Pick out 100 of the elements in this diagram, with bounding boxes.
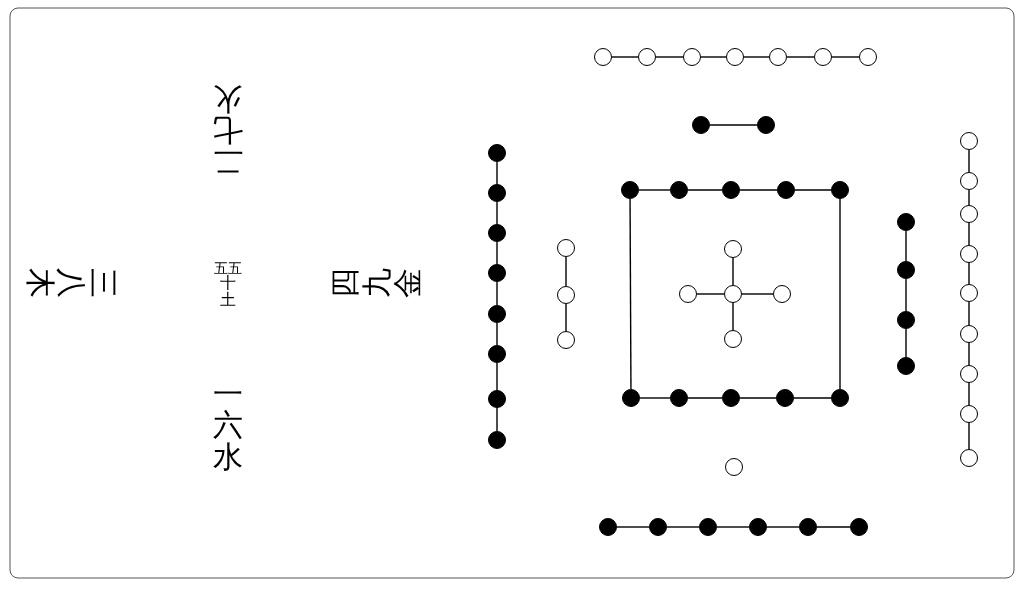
filled-dot: [776, 389, 794, 407]
filled-dot: [488, 305, 506, 323]
filled-dot: [722, 389, 740, 407]
connector-line: [743, 56, 770, 58]
connector-line: [968, 382, 970, 406]
connector-line: [655, 56, 684, 58]
connector-line: [794, 189, 832, 191]
connector-line: [739, 397, 777, 399]
filled-dot: [897, 213, 915, 231]
connector-line: [793, 397, 832, 399]
filled-dot: [488, 431, 506, 449]
connector-line: [616, 526, 650, 528]
hollow-dot: [960, 205, 978, 223]
hollow-dot: [557, 286, 575, 304]
connector-line: [968, 262, 970, 285]
hollow-dot: [594, 48, 612, 66]
hollow-dot: [859, 48, 877, 66]
hollow-dot: [960, 325, 978, 343]
filled-dot: [488, 264, 506, 282]
connector-line: [696, 293, 725, 295]
hollow-dot: [960, 449, 978, 467]
hollow-dot: [960, 365, 978, 383]
hollow-dot: [724, 240, 742, 258]
connector-line: [716, 526, 750, 528]
hollow-dot: [960, 132, 978, 150]
chinese-label: 五五: [214, 261, 242, 275]
connector-line: [496, 322, 498, 346]
hollow-dot: [557, 239, 575, 257]
filled-dot: [799, 518, 817, 536]
connector-line: [611, 56, 639, 58]
hollow-dot: [724, 285, 742, 303]
connector-line: [700, 56, 727, 58]
connector-line: [905, 230, 907, 262]
hollow-dot: [725, 458, 743, 476]
filled-dot: [722, 181, 740, 199]
connector-line: [496, 281, 498, 306]
hollow-dot: [773, 285, 791, 303]
filled-dot: [777, 181, 795, 199]
chinese-label: 三八木: [24, 267, 119, 299]
hollow-dot: [683, 48, 701, 66]
hollow-dot: [679, 285, 697, 303]
connector-line: [739, 189, 778, 191]
connector-line: [687, 397, 723, 399]
connector-line: [968, 149, 970, 173]
filled-dot: [831, 181, 849, 199]
connector-line: [639, 397, 671, 399]
connector-line: [565, 303, 567, 332]
hollow-dot: [960, 245, 978, 263]
filled-dot: [699, 518, 717, 536]
connector-line: [968, 189, 970, 206]
chinese-label: 一六水: [212, 377, 244, 472]
filled-dot: [897, 311, 915, 329]
filled-dot: [488, 184, 506, 202]
connector-line: [496, 362, 498, 391]
connector-line: [968, 342, 970, 366]
connector-line: [905, 278, 907, 312]
connector-line: [831, 56, 860, 58]
connector-line: [666, 526, 700, 528]
connector-line: [709, 124, 758, 126]
hollow-dot: [960, 405, 978, 423]
hollow-dot: [638, 48, 656, 66]
hollow-dot: [960, 284, 978, 302]
hollow-dot: [726, 48, 744, 66]
filled-dot: [692, 116, 710, 134]
filled-dot: [897, 357, 915, 375]
hollow-dot: [557, 331, 575, 349]
filled-dot: [488, 390, 506, 408]
connector-line: [816, 526, 851, 528]
hollow-dot: [769, 48, 787, 66]
connector-line: [732, 257, 734, 286]
connector-line: [839, 198, 841, 390]
filled-dot: [488, 144, 506, 162]
filled-dot: [622, 389, 640, 407]
filled-dot: [831, 389, 849, 407]
filled-dot: [670, 181, 688, 199]
connector-line: [766, 526, 800, 528]
connector-line: [496, 241, 498, 265]
filled-dot: [599, 518, 617, 536]
filled-dot: [749, 518, 767, 536]
filled-dot: [621, 181, 639, 199]
hollow-dot: [724, 330, 742, 348]
connector-line: [968, 301, 970, 326]
connector-line: [786, 56, 815, 58]
chinese-label: 四九金: [328, 267, 423, 299]
connector-line: [968, 422, 970, 450]
connector-line: [496, 407, 498, 432]
filled-dot: [897, 261, 915, 279]
chinese-label: 十土: [219, 275, 237, 309]
filled-dot: [649, 518, 667, 536]
connector-line: [565, 256, 567, 287]
connector-line: [687, 189, 723, 191]
connector-line: [732, 302, 734, 331]
filled-dot: [850, 518, 868, 536]
chinese-label: 二七火: [212, 82, 244, 177]
hollow-dot: [814, 48, 832, 66]
connector-line: [629, 198, 632, 390]
connector-line: [741, 293, 774, 295]
filled-dot: [670, 389, 688, 407]
connector-line: [496, 201, 498, 225]
connector-line: [968, 222, 970, 246]
